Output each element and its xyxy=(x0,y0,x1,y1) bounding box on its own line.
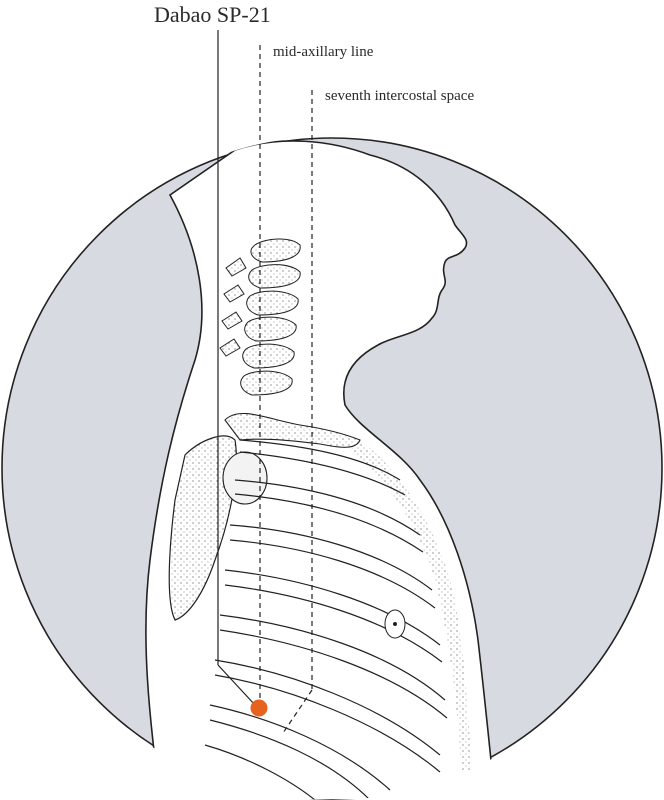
point-leader-connector xyxy=(217,664,256,706)
cervical-spine xyxy=(219,238,301,396)
acupoint-dot-icon xyxy=(250,699,268,717)
point-label: Dabao SP-21 xyxy=(154,2,271,27)
ribcage xyxy=(204,439,448,800)
chest-wall-stipple xyxy=(350,440,472,800)
scapula xyxy=(168,435,237,621)
seventh-intercostal-label: seventh intercostal space xyxy=(325,88,474,104)
mid-axillary-label: mid-axillary line xyxy=(273,44,374,60)
body-silhouette xyxy=(145,140,496,800)
